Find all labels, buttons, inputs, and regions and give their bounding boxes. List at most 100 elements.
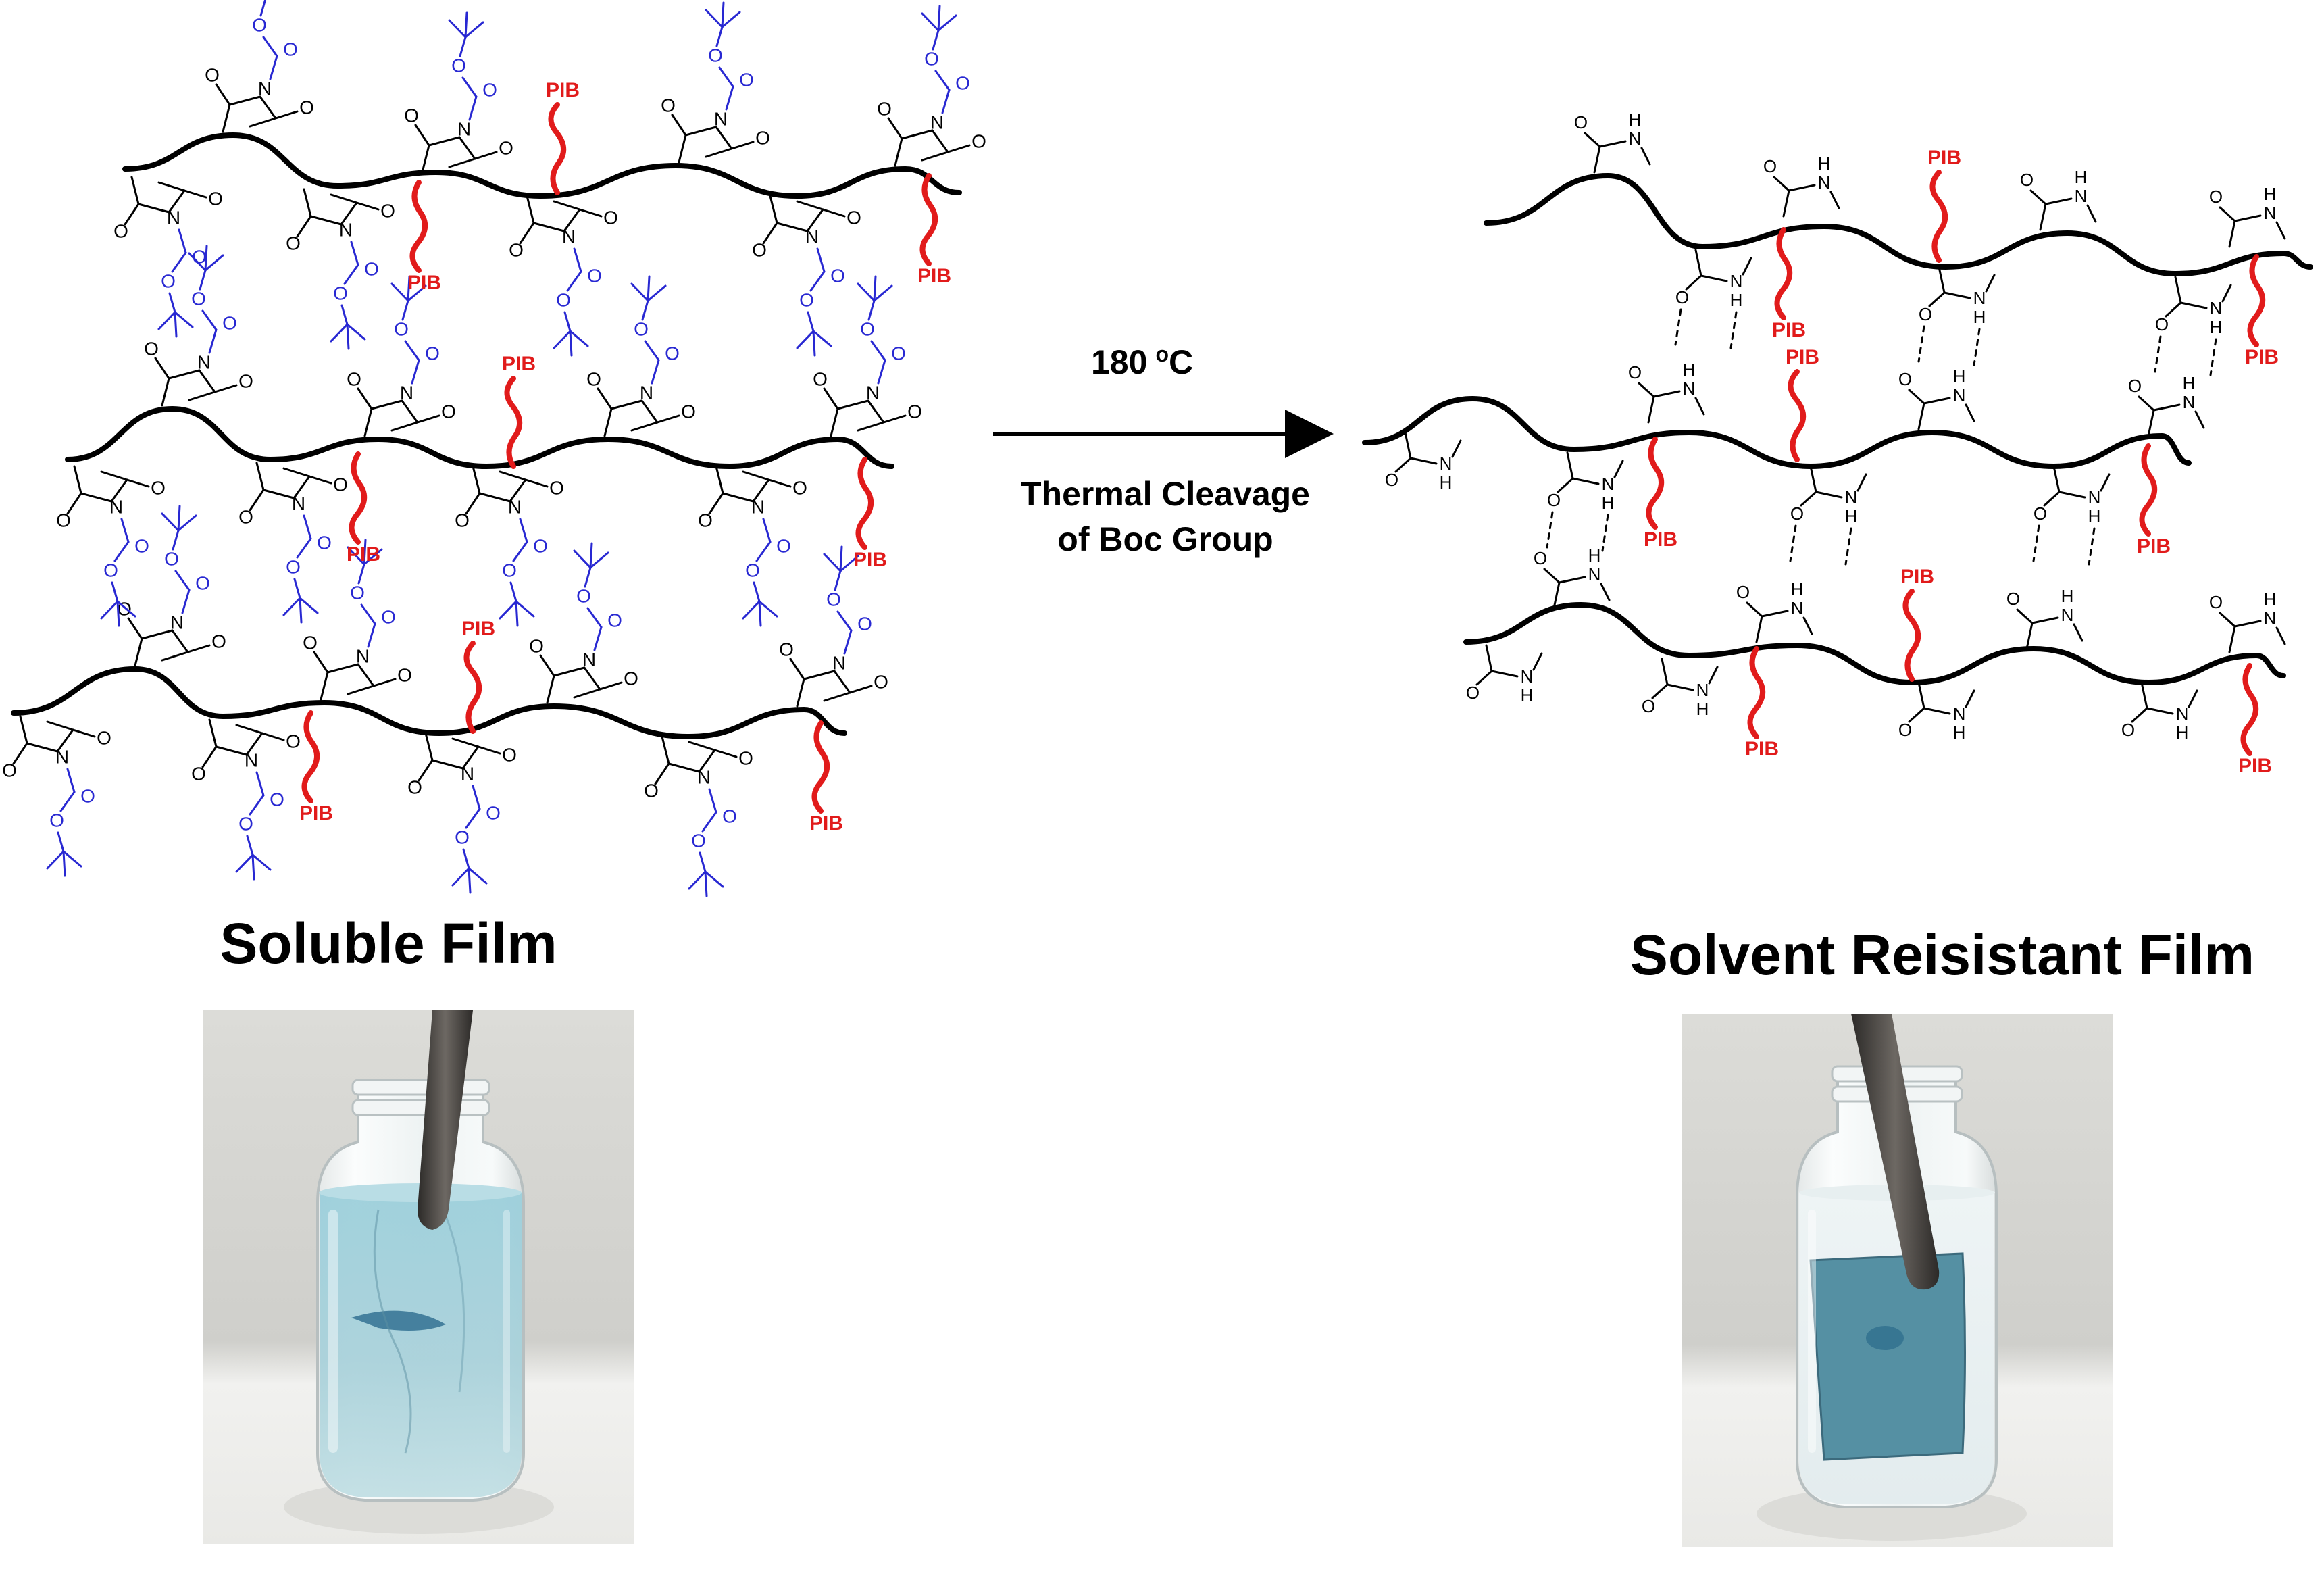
bond bbox=[477, 745, 501, 755]
bond bbox=[843, 629, 853, 655]
right-caption: Solvent Reisistant Film bbox=[1630, 923, 2254, 987]
oxygen-atom: O bbox=[549, 477, 564, 498]
bond bbox=[887, 117, 903, 140]
bond bbox=[2058, 491, 2086, 499]
bond bbox=[641, 299, 649, 321]
bond bbox=[1404, 431, 1412, 460]
polymer-backbone bbox=[122, 132, 962, 199]
bond bbox=[213, 384, 238, 393]
oxygen-atom: O bbox=[192, 246, 207, 267]
bond bbox=[57, 831, 65, 853]
oxygen-atom: O bbox=[407, 776, 422, 797]
bond bbox=[269, 55, 278, 80]
nitrogen-atom: N bbox=[930, 111, 944, 132]
bond bbox=[208, 328, 218, 354]
bond bbox=[330, 193, 358, 204]
bond bbox=[262, 489, 295, 499]
oxygen-atom: O bbox=[752, 239, 767, 260]
bond bbox=[921, 151, 949, 162]
nitrogen-atom: N bbox=[2176, 703, 2189, 724]
bond bbox=[462, 848, 470, 870]
bond bbox=[823, 387, 839, 410]
bond bbox=[293, 578, 301, 599]
bond bbox=[921, 12, 940, 32]
bond bbox=[894, 137, 903, 167]
polymer-backbone bbox=[1463, 601, 2286, 686]
bond bbox=[1543, 568, 1561, 584]
pib-label: PIB bbox=[407, 272, 441, 294]
imide-nh-unit: ONH bbox=[1574, 109, 1651, 174]
bond bbox=[320, 671, 329, 701]
bond bbox=[569, 330, 589, 347]
pib-label: PIB bbox=[1745, 738, 1779, 760]
bond bbox=[235, 853, 254, 873]
imide-nh-unit: ONH bbox=[1674, 249, 1752, 349]
oxygen-atom: O bbox=[874, 671, 888, 692]
bond bbox=[937, 14, 957, 32]
nitrogen-atom: N bbox=[562, 226, 576, 247]
oxygen-atom: O bbox=[455, 826, 470, 847]
bond bbox=[303, 514, 312, 540]
oxygen-atom: O bbox=[286, 556, 301, 577]
pib-graft-chain bbox=[2247, 254, 2265, 347]
bond bbox=[705, 147, 733, 158]
nitrogen-atom: N bbox=[170, 612, 184, 633]
oxygen-atom: O bbox=[779, 639, 794, 660]
bond bbox=[1788, 184, 1816, 192]
bond bbox=[823, 691, 851, 702]
bond bbox=[274, 110, 299, 120]
bond bbox=[1685, 274, 1702, 291]
bond bbox=[249, 794, 265, 816]
bond bbox=[678, 134, 687, 164]
bond bbox=[346, 323, 366, 341]
hydrogen-atom: H bbox=[1696, 699, 1709, 719]
bond bbox=[1661, 658, 1669, 686]
bond bbox=[755, 541, 772, 562]
nitrogen-atom: N bbox=[1440, 453, 1452, 474]
bond bbox=[688, 870, 707, 890]
bond bbox=[1908, 707, 1925, 723]
imide-nh-unit: ONH bbox=[2121, 681, 2198, 743]
bond bbox=[116, 600, 136, 618]
nitrogen-atom: N bbox=[167, 207, 180, 228]
imide-nh-unit: ONH bbox=[2154, 276, 2232, 376]
bond bbox=[2138, 395, 2155, 412]
bond bbox=[407, 284, 427, 302]
oxygen-atom: O bbox=[1534, 548, 1547, 568]
oxygen-atom: O bbox=[49, 810, 64, 831]
nitrogen-atom: N bbox=[1602, 474, 1615, 494]
bond bbox=[752, 478, 770, 503]
bond bbox=[499, 470, 527, 481]
oxygen-atom: O bbox=[799, 289, 814, 310]
oxygen-atom: O bbox=[1574, 112, 1588, 132]
bond bbox=[1532, 652, 1543, 671]
bond bbox=[347, 546, 365, 566]
pib-graft-chain bbox=[301, 710, 320, 803]
bond bbox=[468, 867, 488, 885]
imide-nh-unit: ONH bbox=[2006, 586, 2083, 650]
bond bbox=[809, 270, 826, 292]
hydrogen-atom: H bbox=[1440, 472, 1452, 493]
bond bbox=[2165, 301, 2182, 318]
bond bbox=[803, 670, 836, 680]
oxygen-atom: O bbox=[1466, 683, 1480, 703]
oxygen-atom: O bbox=[509, 239, 524, 260]
oxygen-atom: O bbox=[144, 338, 159, 359]
bond bbox=[299, 597, 319, 614]
bond bbox=[2043, 491, 2061, 507]
oxygen-atom: O bbox=[2128, 376, 2142, 396]
bond bbox=[424, 732, 434, 762]
bond bbox=[363, 548, 383, 566]
bond bbox=[1584, 132, 1601, 148]
nitrogen-atom: N bbox=[1953, 385, 1966, 405]
bond bbox=[698, 749, 716, 773]
bond bbox=[468, 867, 472, 894]
hydrogen-atom: H bbox=[1629, 109, 1642, 130]
bond bbox=[177, 514, 197, 532]
bond bbox=[758, 600, 762, 627]
bond bbox=[610, 399, 643, 410]
bond bbox=[461, 745, 480, 770]
hydrogen-atom: H bbox=[1521, 685, 1534, 705]
oxygen-atom: O bbox=[698, 510, 713, 530]
